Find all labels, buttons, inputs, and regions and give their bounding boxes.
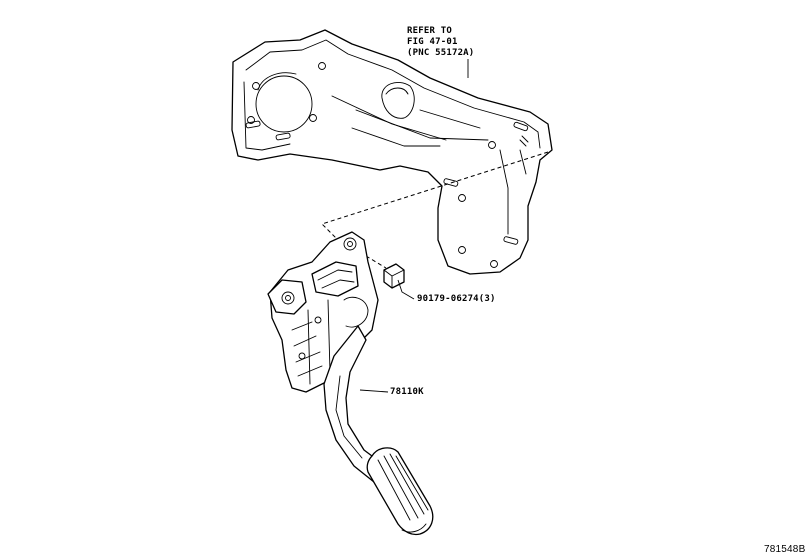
part-number-pedal[interactable]: 78110K — [390, 387, 424, 397]
refer-to-line-1: REFER TO — [407, 26, 452, 36]
assembly-line-upper — [321, 151, 549, 241]
pedal-bracket — [231, 29, 553, 275]
figure-id: 781548B — [764, 544, 806, 555]
part-number-nut[interactable]: 90179-06274(3) — [417, 294, 496, 304]
flange-nut — [383, 263, 405, 289]
refer-to-line-3: (PNC 55172A) — [407, 48, 475, 58]
assembly-line-lower — [365, 255, 387, 269]
accelerator-pedal-assembly — [267, 231, 434, 536]
leader-pedal — [359, 389, 389, 393]
leader-nut — [397, 279, 415, 300]
refer-to-label: REFER TO FIG 47-01 (PNC 55172A) — [407, 26, 474, 59]
refer-to-line-2: FIG 47-01 — [407, 37, 458, 47]
